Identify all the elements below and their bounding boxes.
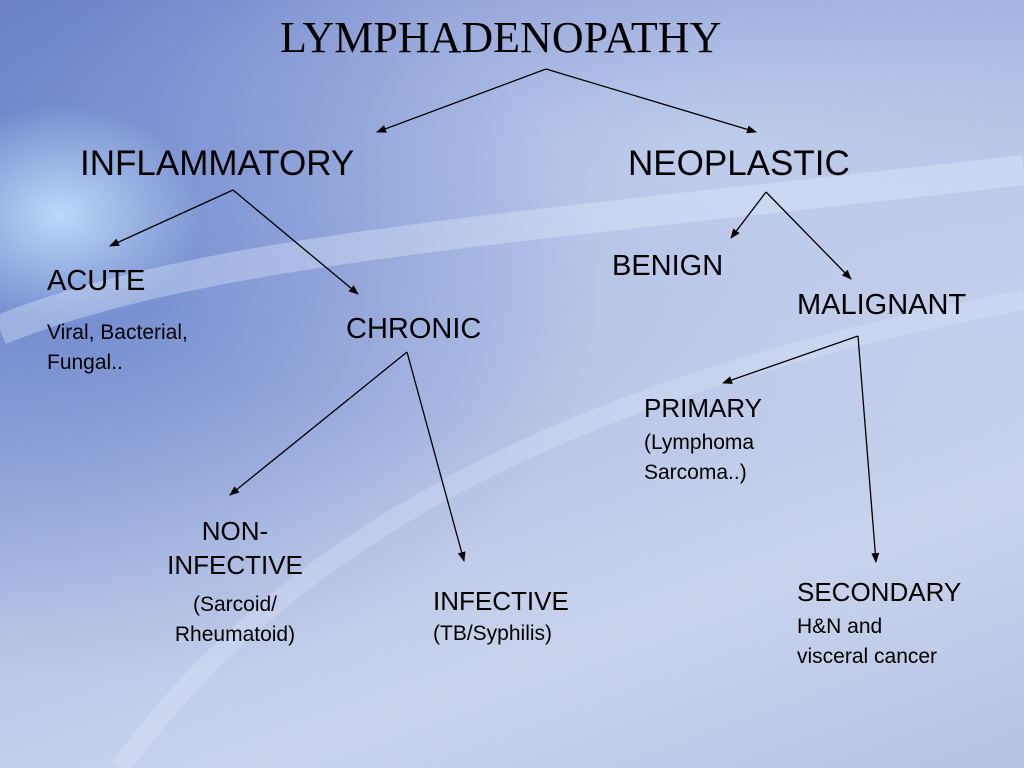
arrow-to-malignant	[765, 191, 852, 280]
primary-label: PRIMARY	[644, 393, 762, 423]
node-acute: ACUTE	[47, 265, 146, 297]
infective-label: INFECTIVE	[433, 586, 569, 616]
arrow-to-neoplastic	[545, 68, 757, 134]
node-chronic: CHRONIC	[346, 313, 482, 345]
non-infective-label-line1: NON-	[201, 516, 269, 546]
acute-detail-line2: Fungal..	[47, 351, 123, 374]
primary-detail-line2: Sarcoma..)	[644, 461, 747, 484]
secondary-detail-line1: H&N and	[797, 615, 883, 638]
node-neoplastic: NEOPLASTIC	[628, 144, 850, 183]
acute-detail-line1: Viral, Bacterial,	[47, 321, 188, 344]
arrow-to-acute	[109, 189, 234, 247]
non-infective-detail-line1: (Sarcoid/	[192, 593, 278, 616]
arrow-to-primary	[722, 335, 859, 384]
node-primary: PRIMARY (Lymphoma Sarcoma..)	[644, 392, 762, 488]
non-infective-label-line2: INFECTIVE	[167, 550, 303, 580]
secondary-detail-line2: visceral cancer	[797, 645, 938, 668]
arrow-to-inflammatory	[376, 68, 547, 133]
node-acute-detail: Viral, Bacterial, Fungal..	[47, 318, 188, 378]
node-benign: BENIGN	[612, 250, 724, 282]
non-infective-detail-line2: Rheumatoid)	[174, 623, 296, 646]
node-non-infective: NON- INFECTIVE (Sarcoid/ Rheumatoid)	[150, 514, 320, 650]
node-malignant: MALIGNANT	[797, 289, 967, 321]
arrow-to-secondary	[857, 335, 880, 563]
arrow-to-infective	[406, 351, 466, 562]
node-secondary: SECONDARY H&N and visceral cancer	[797, 576, 961, 672]
diagram-title: LYMPHADENOPATHY	[280, 13, 722, 62]
primary-detail-line1: (Lymphoma	[644, 431, 755, 454]
node-infective: INFECTIVE (TB/Syphilis)	[433, 585, 569, 649]
node-inflammatory: INFLAMMATORY	[80, 144, 355, 183]
arrow-to-non-infective	[229, 351, 408, 496]
arrow-to-chronic	[232, 189, 359, 295]
arrow-to-benign	[730, 191, 767, 239]
infective-detail: (TB/Syphilis)	[433, 622, 553, 645]
secondary-label: SECONDARY	[797, 577, 962, 607]
